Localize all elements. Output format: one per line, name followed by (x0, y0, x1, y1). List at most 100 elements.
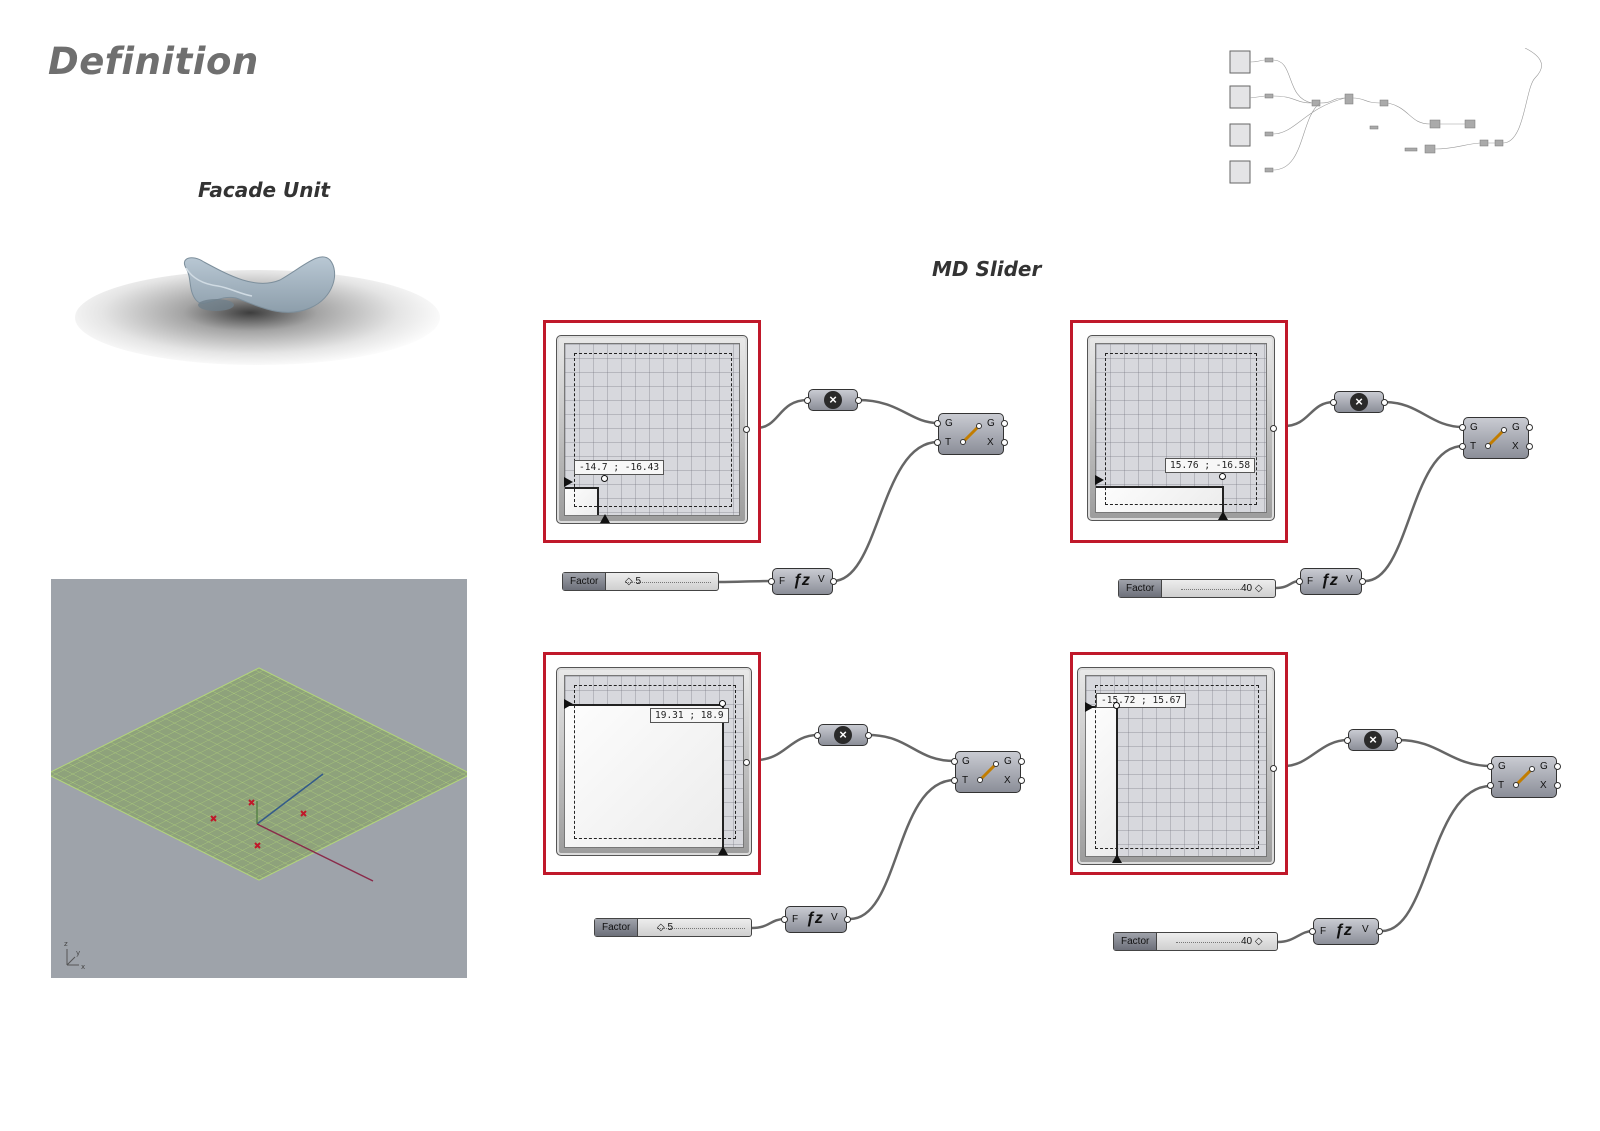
md-slider-4-handle[interactable] (1113, 702, 1120, 709)
graph-mapper-1-in-t[interactable] (934, 439, 941, 446)
evaluate-arrow-icon (960, 423, 982, 445)
expression-3-out[interactable] (844, 916, 851, 923)
factor-slider-2-value[interactable]: 40 ◇ (1241, 583, 1263, 594)
port-label: X (1540, 780, 1547, 791)
function-fz-icon: ƒz (1335, 922, 1352, 939)
md-slider-1[interactable]: -14.7 ; -16.43 (556, 335, 748, 524)
rhino-viewport[interactable]: z y x (51, 579, 467, 978)
md-slider-2-grid[interactable] (1095, 343, 1267, 513)
factor-slider-4-track (1176, 942, 1240, 944)
expression-2[interactable]: F ƒz V (1296, 568, 1366, 595)
port-label: F (792, 914, 799, 925)
port-label: X (1004, 775, 1011, 786)
md-slider-3-output[interactable] (743, 759, 750, 766)
md-slider-4-output[interactable] (1270, 765, 1277, 772)
graph-mapper-4-in-t[interactable] (1487, 782, 1494, 789)
md-slider-3-grid[interactable] (564, 675, 744, 848)
expression-1-in[interactable] (768, 578, 775, 585)
md-slider-1-value: -14.7 ; -16.43 (574, 460, 665, 475)
construct-point-1-in[interactable] (804, 397, 811, 404)
axis-y-label: y (76, 949, 80, 957)
md-slider-3-fill (565, 704, 724, 847)
graph-mapper-4-out-g[interactable] (1554, 763, 1561, 770)
construct-point-3-in[interactable] (814, 732, 821, 739)
factor-slider-4-label: Factor (1114, 933, 1158, 950)
construct-point-2-in[interactable] (1330, 399, 1337, 406)
construct-point-4-out[interactable] (1395, 737, 1402, 744)
expression-3[interactable]: F ƒz V (781, 906, 851, 933)
graph-mapper-1-in-g[interactable] (934, 420, 941, 427)
expression-2-in[interactable] (1296, 578, 1303, 585)
graph-mapper-3-out-g[interactable] (1018, 758, 1025, 765)
port-label: G (962, 756, 970, 767)
graph-mapper-2-in-t[interactable] (1459, 443, 1466, 450)
construct-point-4-in[interactable] (1344, 737, 1351, 744)
factor-slider-1[interactable]: Factor ◇ 5 (562, 572, 719, 591)
graph-mapper-1-out-x[interactable] (1001, 439, 1008, 446)
facade-unit-render (184, 256, 336, 313)
md-slider-1-grid[interactable] (564, 343, 740, 516)
port-label: V (831, 912, 838, 923)
factor-slider-4-value[interactable]: 40 ◇ (1241, 936, 1263, 947)
factor-slider-3-value[interactable]: ◇ 5 (657, 922, 674, 933)
graph-mapper-2[interactable]: G T G X (1459, 417, 1533, 459)
factor-slider-2-label: Factor (1119, 580, 1163, 597)
construct-point-4[interactable]: × (1344, 729, 1402, 751)
factor-slider-3-track (657, 928, 745, 930)
port-label: V (1346, 574, 1353, 585)
port-label: T (945, 437, 952, 448)
factor-slider-3-number: 5 (667, 922, 674, 933)
axis-x-label: x (81, 963, 85, 971)
graph-mapper-1-out-g[interactable] (1001, 420, 1008, 427)
expression-3-in[interactable] (781, 916, 788, 923)
graph-mapper-2-out-x[interactable] (1526, 443, 1533, 450)
expression-4[interactable]: F ƒz V (1309, 918, 1383, 945)
control-points (210, 799, 307, 849)
md-slider-1-output[interactable] (743, 426, 750, 433)
md-slider-3-handle[interactable] (719, 700, 726, 707)
factor-slider-1-track (625, 582, 711, 584)
md-slider-4[interactable]: -15.72 ; 15.67 (1077, 667, 1275, 865)
expression-1-out[interactable] (830, 578, 837, 585)
port-label: G (945, 418, 953, 429)
md-slider-3-y-marker (564, 699, 573, 709)
construct-point-2[interactable]: × (1330, 391, 1388, 413)
graph-mapper-3-out-x[interactable] (1018, 777, 1025, 784)
factor-slider-3[interactable]: Factor ◇ 5 (594, 918, 752, 937)
port-label: F (1320, 926, 1327, 937)
expression-2-out[interactable] (1359, 578, 1366, 585)
port-label: X (987, 437, 994, 448)
factor-slider-1-value[interactable]: ◇ 5 (625, 576, 642, 587)
md-slider-2[interactable]: 15.76 ; -16.58 (1087, 335, 1275, 521)
expression-4-in[interactable] (1309, 928, 1316, 935)
port-label: T (1498, 780, 1505, 791)
expression-1[interactable]: F ƒz V (768, 568, 837, 595)
md-slider-2-output[interactable] (1270, 425, 1277, 432)
factor-slider-2[interactable]: Factor 40 ◇ (1118, 579, 1276, 598)
graph-mapper-1[interactable]: G T G X (934, 413, 1008, 455)
graph-mapper-4-in-g[interactable] (1487, 763, 1494, 770)
graph-mapper-3[interactable]: G T G X (951, 751, 1025, 793)
md-slider-1-fill (565, 487, 599, 515)
construct-point-1[interactable]: × (804, 389, 862, 411)
factor-slider-4[interactable]: Factor 40 ◇ (1113, 932, 1278, 951)
graph-mapper-2-in-g[interactable] (1459, 424, 1466, 431)
graph-mapper-4[interactable]: G T G X (1487, 756, 1561, 798)
factor-slider-1-label: Factor (563, 573, 607, 590)
graph-mapper-2-out-g[interactable] (1526, 424, 1533, 431)
graph-mapper-3-in-g[interactable] (951, 758, 958, 765)
function-fz-icon: ƒz (793, 572, 810, 589)
construct-point-1-out[interactable] (855, 397, 862, 404)
construct-point-3-out[interactable] (865, 732, 872, 739)
construct-point-3[interactable]: × (814, 724, 872, 746)
port-label: G (987, 418, 995, 429)
md-slider-frame-4: -15.72 ; 15.67 (1070, 652, 1288, 875)
expression-4-out[interactable] (1376, 928, 1383, 935)
close-x-icon: × (1350, 393, 1368, 411)
md-slider-3[interactable]: 19.31 ; 18.9 (556, 667, 752, 856)
md-slider-1-handle[interactable] (601, 475, 608, 482)
graph-mapper-3-in-t[interactable] (951, 777, 958, 784)
md-slider-2-handle[interactable] (1219, 473, 1226, 480)
construct-point-2-out[interactable] (1381, 399, 1388, 406)
graph-mapper-4-out-x[interactable] (1554, 782, 1561, 789)
